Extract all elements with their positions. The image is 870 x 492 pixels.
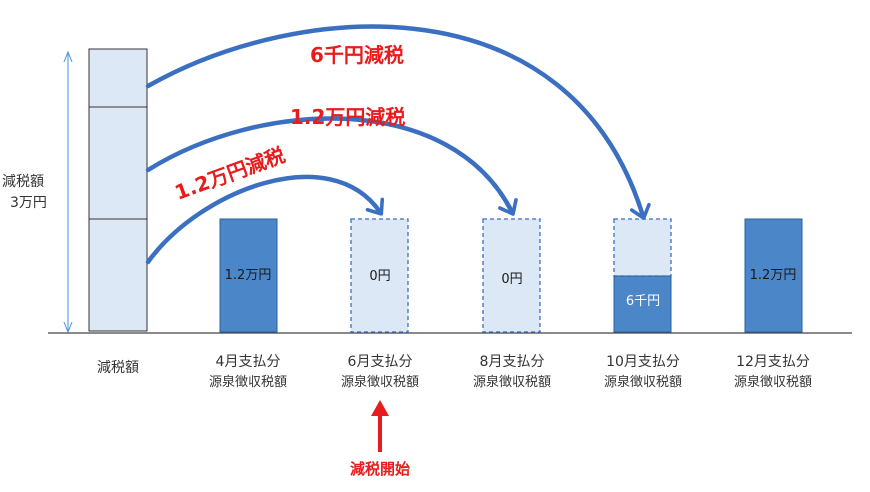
bar-value-label: 1.2万円 [225,268,272,283]
category-label-oct-line1: 10月支払分 [606,354,680,370]
category-label-dec-line2: 源泉徴収税額 [734,374,812,390]
category-label-apr-line1: 4月支払分 [216,354,281,370]
bar-value-label: 6千円 [626,294,660,309]
bar-oct: 6千円 [613,218,672,333]
total-bar-segment-bottom [88,218,148,332]
category-label-apr-line2: 源泉徴収税額 [209,374,287,390]
category-label-total: 減税額 [97,359,139,376]
left-label-line1: 減税額 [2,173,44,190]
bar-value-label: 0円 [501,272,522,287]
category-label-dec-line1: 12月支払分 [736,354,810,370]
reduction-arrow-jun [145,174,385,265]
category-label-oct-line2: 源泉徴収税額 [604,374,682,390]
start-marker-arrow [371,400,389,452]
reduction-arrow-aug [145,116,518,216]
category-label-aug-line2: 源泉徴収税額 [473,374,551,390]
dimension-arrow [63,50,73,334]
bar-apr: 1.2万円 [219,218,278,333]
total-bar-segment-middle [88,106,148,220]
total-bar-segment-top [88,48,148,108]
category-label-jun-line1: 6月支払分 [348,354,413,370]
left-label-line2: 3万円 [10,195,47,211]
bar-dec: 1.2万円 [744,218,803,333]
bar-value-label: 1.2万円 [750,268,797,283]
reduction-label-aug: 1.2万円減税 [290,105,405,129]
category-label-aug-line1: 8月支払分 [480,354,545,370]
bar-aug: 0円 [482,218,541,333]
bar-jun: 0円 [350,218,409,333]
reduction-label-oct: 6千円減税 [310,43,404,67]
total-reduction-bar [88,48,148,332]
start-marker-label: 減税開始 [350,460,410,478]
reduction-arrow-oct [145,24,651,220]
bar-value-label: 0円 [369,269,390,284]
category-label-jun-line2: 源泉徴収税額 [341,374,419,390]
